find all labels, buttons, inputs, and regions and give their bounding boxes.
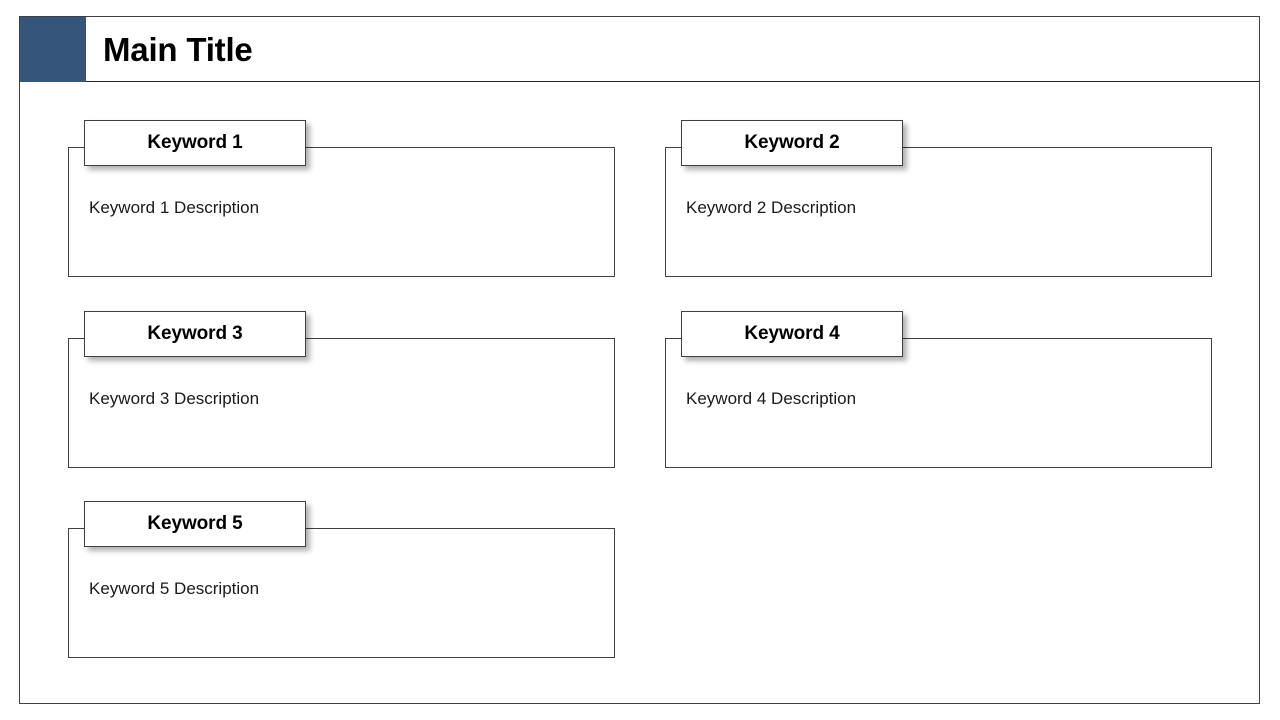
keyword-card-4[interactable]: Keyword 4 Description Keyword 4 [665,311,1212,468]
page-title: Main Title [103,31,253,68]
keyword-card-body-4: Keyword 4 Description [665,338,1212,468]
keyword-card-title-3: Keyword 3 [147,323,243,344]
keyword-card-body-5: Keyword 5 Description [68,528,615,658]
keyword-card-2[interactable]: Keyword 2 Description Keyword 2 [665,120,1212,277]
title-accent-block [20,17,86,82]
keyword-card-header-4[interactable]: Keyword 4 [681,311,903,357]
keyword-card-3[interactable]: Keyword 3 Description Keyword 3 [68,311,615,468]
keyword-card-header-1[interactable]: Keyword 1 [84,120,306,166]
keyword-card-1[interactable]: Keyword 1 Description Keyword 1 [68,120,615,277]
keyword-card-description-2: Keyword 2 Description [686,198,857,217]
keyword-card-description-1: Keyword 1 Description [89,198,260,217]
keyword-card-description-3: Keyword 3 Description [89,389,260,408]
keyword-card-5[interactable]: Keyword 5 Description Keyword 5 [68,501,615,658]
keyword-card-description-4: Keyword 4 Description [686,389,857,408]
keyword-card-title-4: Keyword 4 [744,323,840,344]
title-band: Main Title [20,17,1259,82]
keyword-card-title-2: Keyword 2 [744,132,840,153]
keyword-card-header-3[interactable]: Keyword 3 [84,311,306,357]
keyword-card-header-2[interactable]: Keyword 2 [681,120,903,166]
card-grid: Keyword 1 Description Keyword 1 Keyword … [20,82,1259,703]
slide-frame: Main Title Keyword 1 Description Keyword… [19,16,1260,704]
keyword-card-body-3: Keyword 3 Description [68,338,615,468]
keyword-card-header-5[interactable]: Keyword 5 [84,501,306,547]
keyword-card-title-1: Keyword 1 [147,132,243,153]
keyword-card-body-2: Keyword 2 Description [665,147,1212,277]
keyword-card-title-5: Keyword 5 [147,513,243,534]
keyword-card-description-5: Keyword 5 Description [89,579,260,598]
keyword-card-body-1: Keyword 1 Description [68,147,615,277]
